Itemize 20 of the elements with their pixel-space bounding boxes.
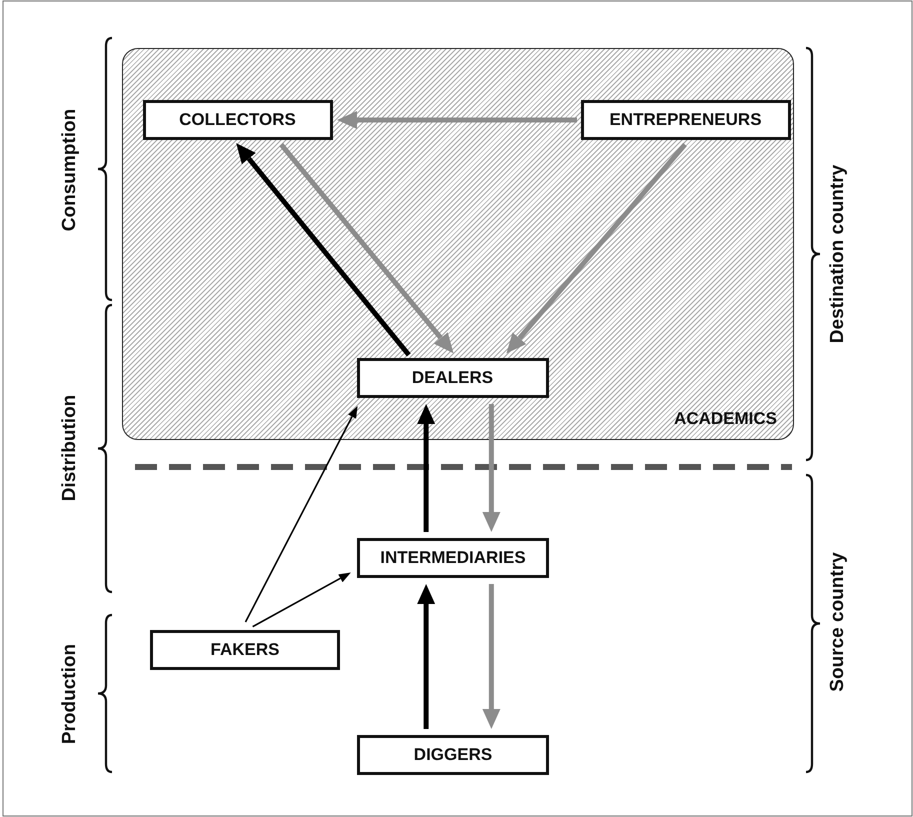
axis-label: Consumption	[59, 108, 81, 232]
role-box: DEALERS	[356, 358, 548, 398]
arrow	[417, 404, 436, 532]
role-box: DIGGERS	[357, 735, 549, 775]
arrow	[482, 404, 500, 532]
role-box: COLLECTORS	[142, 100, 332, 140]
region-label: ACADEMICS	[674, 409, 777, 429]
role-box: INTERMEDIARIES	[357, 538, 549, 578]
axis-label: Destination country	[827, 164, 849, 344]
arrow	[252, 572, 351, 628]
role-box: FAKERS	[150, 630, 340, 670]
hatched-region	[122, 48, 794, 440]
axis-label: Production	[59, 644, 81, 744]
arrow	[417, 584, 436, 729]
role-box: ENTREPRENEURS	[580, 100, 790, 140]
arrow	[244, 406, 358, 622]
axis-label: Distribution	[59, 394, 81, 502]
arrow	[337, 111, 577, 129]
arrow	[482, 584, 500, 729]
axis-label: Source country	[827, 552, 849, 692]
